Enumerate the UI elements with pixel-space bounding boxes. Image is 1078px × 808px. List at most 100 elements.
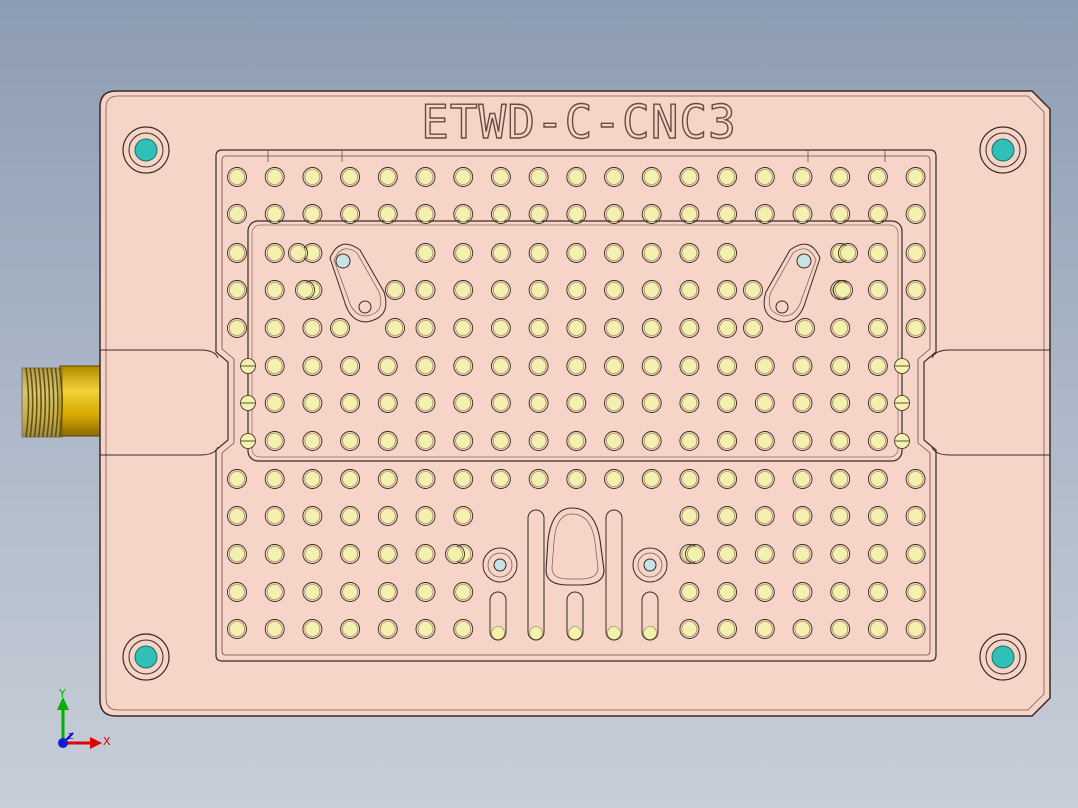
- ejector-pin: [717, 280, 738, 300]
- ejector-pin: [415, 582, 436, 602]
- ejector-pin: [792, 582, 813, 602]
- ejector-pin: [377, 431, 398, 451]
- vent-slot: [489, 591, 507, 641]
- ejector-pin: [340, 167, 361, 187]
- ejector-pin: [867, 356, 888, 376]
- slot-hole-left-top: [335, 253, 351, 269]
- ejector-pin: [415, 318, 436, 338]
- ejector-pin: [894, 433, 910, 449]
- ejector-pin: [264, 318, 285, 338]
- ejector-pin: [453, 393, 474, 413]
- ejector-pin: [754, 356, 775, 376]
- ejector-pin: [490, 431, 511, 451]
- ejector-pin: [340, 393, 361, 413]
- slot-hole-right-top: [796, 253, 812, 269]
- ejector-pin: [340, 544, 361, 564]
- ejector-pin: [490, 469, 511, 489]
- corner-bolt: [122, 126, 170, 174]
- ejector-pin: [377, 356, 398, 376]
- ejector-pin: [717, 431, 738, 451]
- ejector-pin: [264, 393, 285, 413]
- corner-bolt: [979, 633, 1027, 681]
- ejector-pin: [377, 393, 398, 413]
- ejector-pin: [679, 582, 700, 602]
- ejector-pin: [377, 582, 398, 602]
- ejector-pin: [264, 619, 285, 639]
- ejector-pin: [302, 431, 323, 451]
- x-axis-arrow: [90, 737, 102, 749]
- ejector-pin: [905, 280, 926, 300]
- ejector-pin: [330, 318, 350, 338]
- ejector-pin: [604, 318, 624, 338]
- ejector-pin: [717, 544, 738, 564]
- ejector-pin: [227, 619, 247, 639]
- ejector-pin: [679, 167, 700, 187]
- ejector-pin: [830, 318, 851, 338]
- ejector-pin: [415, 506, 436, 526]
- ejector-pin: [830, 469, 851, 489]
- ejector-pin: [453, 243, 474, 263]
- teardrop-vent: [545, 507, 605, 586]
- ejector-pin: [566, 393, 587, 413]
- ejector-pin: [679, 280, 700, 300]
- ring-hole-left: [482, 547, 518, 583]
- corner-bolts: [122, 126, 1027, 681]
- ejector-pin: [641, 167, 662, 187]
- ejector-pin: [679, 204, 700, 224]
- ejector-pin: [833, 280, 853, 300]
- ejector-pin: [264, 506, 285, 526]
- ejector-pin: [604, 356, 624, 376]
- ejector-pin: [385, 318, 405, 338]
- ejector-pin: [377, 167, 398, 187]
- ejector-pin: [566, 431, 587, 451]
- ejector-pin: [717, 243, 738, 263]
- vent-slot: [641, 591, 659, 641]
- ejector-pin: [264, 582, 285, 602]
- pocket-tick-marks: [267, 150, 886, 162]
- ejector-pin: [302, 356, 323, 376]
- ejector-pin: [415, 356, 436, 376]
- ejector-pin: [641, 431, 662, 451]
- ejector-pin: [490, 167, 511, 187]
- ejector-pin: [717, 167, 738, 187]
- ejector-pin: [743, 280, 763, 300]
- ejector-pin: [867, 318, 888, 338]
- pocket-inner: [221, 155, 931, 656]
- ejector-pin: [795, 318, 815, 338]
- ejector-pin: [792, 204, 813, 224]
- mold-plate-inner-edge: [105, 95, 1045, 711]
- ejector-pin: [830, 544, 851, 564]
- ejector-pin: [830, 393, 851, 413]
- ejector-pin: [679, 619, 700, 639]
- ejector-pin: [754, 506, 775, 526]
- ejector-pin: [830, 204, 851, 224]
- ejector-pin: [415, 393, 436, 413]
- ejector-pin: [754, 469, 775, 489]
- ejector-pin: [894, 395, 910, 411]
- ejector-pin: [415, 243, 436, 263]
- ejector-pin: [867, 393, 888, 413]
- ejector-pin: [679, 506, 700, 526]
- ejector-pin: [867, 204, 888, 224]
- ejector-pin: [867, 167, 888, 187]
- ejector-pin: [566, 280, 587, 300]
- ejector-pin: [867, 582, 888, 602]
- ejector-pin: [566, 356, 587, 376]
- ejector-pin: [240, 433, 256, 449]
- ejector-pin: [566, 469, 587, 489]
- ejector-pin: [528, 318, 549, 338]
- ejector-pin: [641, 393, 662, 413]
- ejector-pin: [754, 619, 775, 639]
- ejector-pin: [830, 167, 851, 187]
- ejector-pin: [227, 280, 247, 300]
- ejector-pin: [792, 167, 813, 187]
- angled-slot-left: [329, 243, 387, 323]
- ejector-pin: [415, 544, 436, 564]
- ejector-pin: [528, 469, 549, 489]
- ejector-pin: [453, 356, 474, 376]
- ejector-pin: [528, 280, 549, 300]
- ejector-pin: [830, 582, 851, 602]
- threaded-fitting: [21, 365, 101, 438]
